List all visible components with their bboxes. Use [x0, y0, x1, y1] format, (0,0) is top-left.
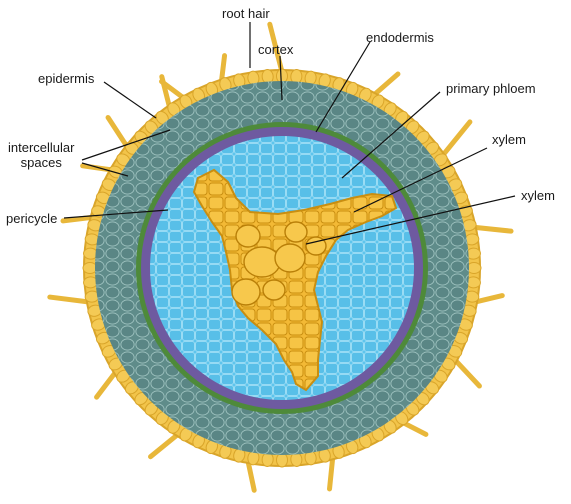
- root-hair: [474, 227, 511, 231]
- label-primary-phloem: primary phloem: [446, 81, 536, 96]
- root-hair: [248, 461, 254, 490]
- root-hair: [50, 297, 89, 302]
- root-hair: [97, 372, 116, 397]
- root-hair: [374, 74, 398, 95]
- root-hair: [443, 122, 470, 156]
- label-endodermis: endodermis: [366, 30, 434, 45]
- epidermis-cell: [467, 263, 481, 274]
- epidermis-cell: [277, 69, 288, 83]
- epidermis-cell: [277, 453, 288, 467]
- label-epidermis: epidermis: [38, 71, 94, 86]
- label-xylem-lower: xylem: [521, 188, 555, 203]
- root-hair: [455, 360, 479, 386]
- root-hair: [330, 457, 333, 489]
- label-cortex: cortex: [258, 42, 293, 57]
- label-intercellular-line2: spaces: [21, 155, 62, 170]
- root-hair: [403, 422, 426, 434]
- root-hair: [162, 77, 170, 108]
- label-root-hair: root hair: [222, 6, 270, 21]
- root-hair: [151, 434, 179, 456]
- root-hair: [108, 118, 127, 148]
- epidermis-cell: [83, 263, 97, 274]
- label-xylem-upper: xylem: [492, 132, 526, 147]
- label-intercellular-spaces: intercellular spaces: [8, 140, 74, 170]
- label-pericycle: pericycle: [6, 211, 57, 226]
- label-intercellular-line1: intercellular: [8, 140, 74, 155]
